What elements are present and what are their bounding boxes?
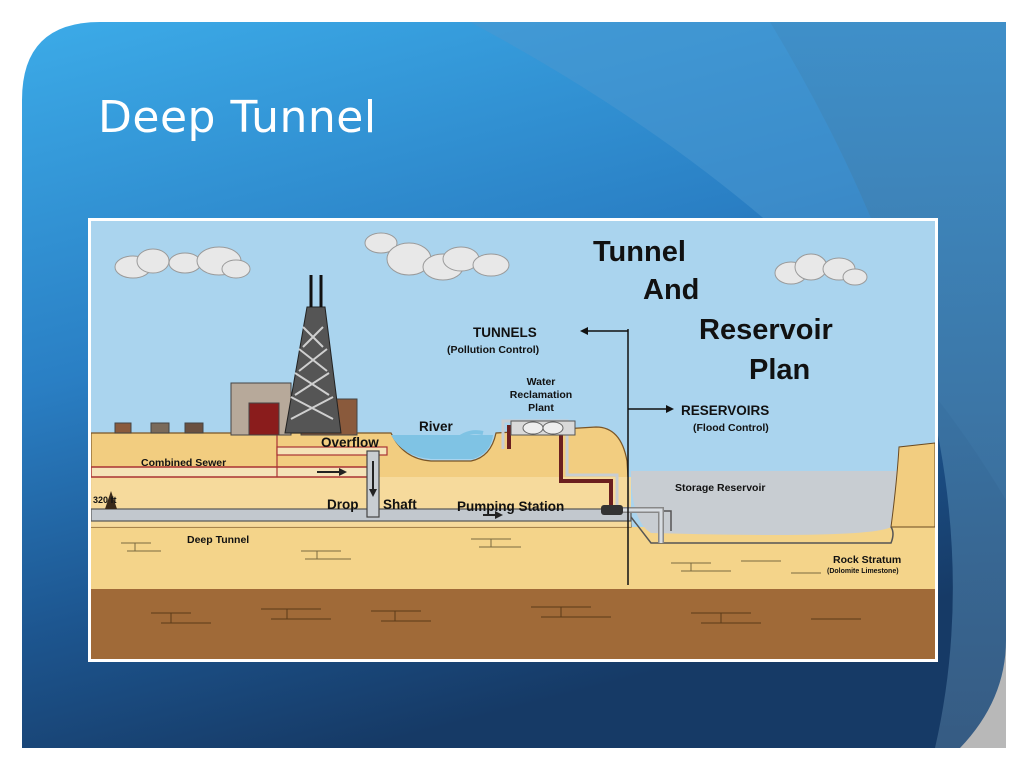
shaft-label: Shaft bbox=[383, 497, 417, 512]
slide-side-swoosh bbox=[770, 22, 1006, 748]
reservoir-bank bbox=[890, 442, 935, 528]
rock-stratum-sublabel: (Dolomite Limestone) bbox=[827, 568, 899, 575]
reclamation-label: Reclamation bbox=[510, 389, 572, 401]
reservoirs-label: RESERVOIRS bbox=[681, 403, 769, 418]
plan-title-line-2: And bbox=[643, 274, 699, 306]
drop-label: Drop bbox=[327, 497, 359, 512]
skyscraper bbox=[284, 275, 342, 434]
depth-label: 320 ft bbox=[93, 495, 117, 505]
cloud bbox=[774, 253, 868, 286]
tunnel-reservoir-diagram: Tunnel And Reservoir Plan TUNNELS (Pollu… bbox=[91, 221, 935, 659]
river-water bbox=[391, 435, 493, 459]
plan-title-line-1: Tunnel bbox=[593, 236, 686, 268]
rock-stratum-label: Rock Stratum bbox=[833, 554, 901, 566]
bedrock-texture bbox=[151, 606, 861, 624]
tunnels-sublabel: (Pollution Control) bbox=[447, 344, 539, 356]
tunnels-label: TUNNELS bbox=[473, 325, 537, 340]
diagram-frame: Tunnel And Reservoir Plan TUNNELS (Pollu… bbox=[88, 218, 938, 662]
depth-marker bbox=[105, 491, 117, 509]
rock-texture bbox=[121, 538, 821, 574]
water-label: Water bbox=[527, 376, 556, 388]
building bbox=[248, 402, 280, 436]
slide-title: Deep Tunnel bbox=[98, 92, 377, 143]
storage-reservoir-water bbox=[631, 471, 935, 535]
plant-label: Plant bbox=[528, 402, 554, 414]
pumping-station-label: Pumping Station bbox=[457, 499, 564, 514]
storage-reservoir-label: Storage Reservoir bbox=[675, 482, 765, 494]
plan-title-line-3: Reservoir bbox=[699, 314, 833, 346]
pump bbox=[601, 505, 623, 515]
pumping-pipe bbox=[507, 425, 613, 511]
clouds bbox=[114, 232, 868, 286]
overflow-pipe bbox=[276, 446, 388, 456]
plan-title-line-4: Plan bbox=[749, 354, 810, 386]
bedrock-layer bbox=[91, 589, 935, 659]
rock-stratum-layer bbox=[91, 527, 935, 589]
plant-outflow bbox=[451, 430, 484, 445]
deep-tunnel-label: Deep Tunnel bbox=[187, 534, 249, 546]
deep-tunnel-outline bbox=[91, 516, 894, 544]
river-label: River bbox=[419, 419, 454, 434]
cloud bbox=[114, 246, 251, 279]
combined-sewer-label: Combined Sewer bbox=[141, 457, 226, 469]
slide-corner-curl bbox=[960, 640, 1006, 748]
city-skyline bbox=[114, 275, 358, 436]
overflow-label: Overflow bbox=[321, 435, 379, 450]
reservoirs-sublabel: (Flood Control) bbox=[693, 422, 769, 434]
cloud bbox=[364, 232, 510, 281]
